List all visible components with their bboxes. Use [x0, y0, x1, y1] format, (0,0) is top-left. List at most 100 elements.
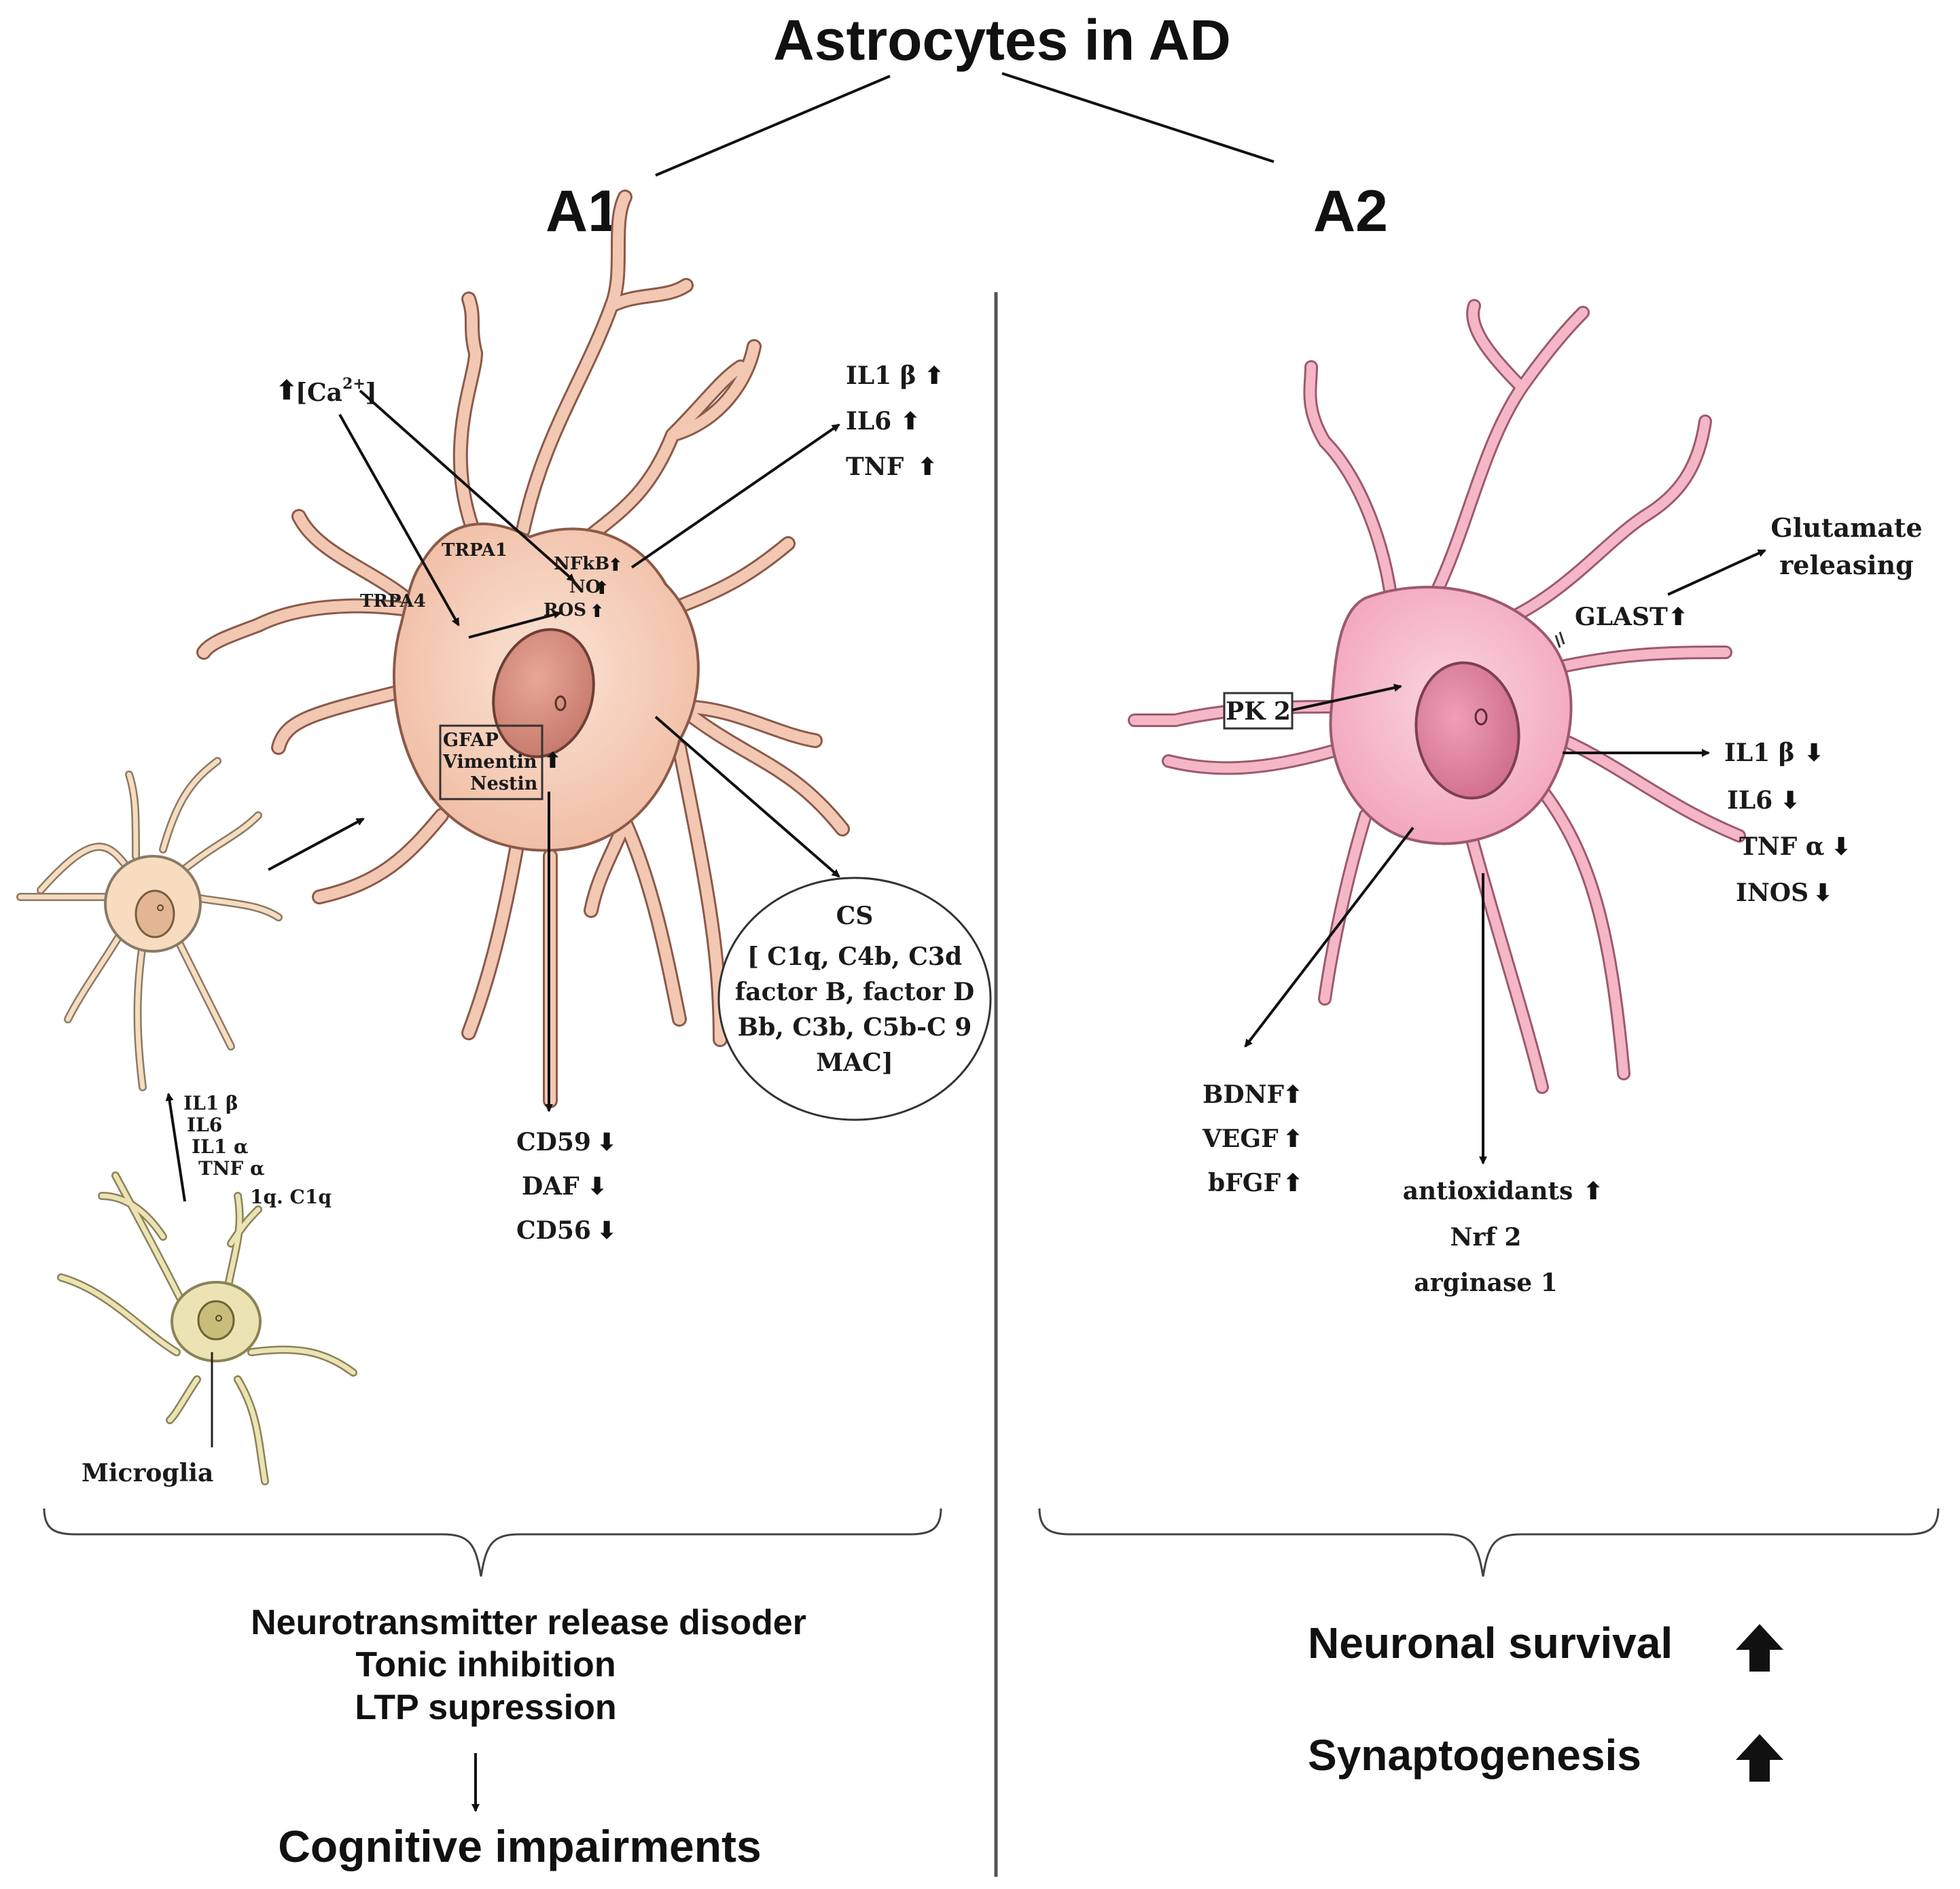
- svg-text:⬆: ⬆: [917, 453, 938, 480]
- inner-markers: NFkB ⬆ NO ⬆ ROS ⬆: [544, 554, 623, 621]
- cs-label: CS: [836, 902, 874, 930]
- svg-text:⬆: ⬆: [1283, 1169, 1303, 1197]
- microglia-signal-4: TNF α: [198, 1157, 265, 1180]
- microglia-to-reactive-arrow: [165, 1093, 186, 1202]
- a2-to-growth-factors-arrow: [1244, 826, 1414, 1048]
- svg-text:⬇: ⬇: [587, 1172, 607, 1200]
- il6-down-label: IL6: [1727, 786, 1772, 815]
- svg-text:⬆: ⬆: [1668, 603, 1688, 631]
- trpa-to-ros-arrow: [468, 610, 562, 639]
- microglia-signal-3: IL1 α: [192, 1135, 249, 1158]
- il6-up-label: IL6: [846, 407, 891, 436]
- svg-text:⬆: ⬆: [275, 376, 298, 406]
- svg-text:⬆: ⬆: [594, 578, 609, 598]
- heading-a1: A1: [546, 179, 620, 244]
- reactive-astrocyte: [16, 757, 283, 1091]
- a1-outcome-3: LTP supression: [355, 1688, 616, 1727]
- survival-up-icon: [1736, 1624, 1783, 1672]
- microglia-signal-2: IL6: [187, 1114, 222, 1136]
- svg-text:⬆: ⬆: [590, 601, 605, 621]
- nestin-label: Nestin: [470, 773, 538, 794]
- nrf2-label: Nrf 2: [1450, 1223, 1522, 1252]
- svg-text:⬇: ⬇: [1780, 786, 1800, 814]
- pk2-label: PK 2: [1226, 697, 1291, 726]
- glutamate-line-1: Glutamate: [1770, 512, 1922, 543]
- complement-line-4: MAC]: [816, 1048, 893, 1077]
- glast-to-glutamate-arrow: [1667, 549, 1766, 596]
- nfkb-label: NFkB: [554, 554, 609, 574]
- a1-nucleolus: [554, 695, 567, 711]
- svg-text:⬇: ⬇: [1804, 739, 1824, 766]
- svg-text:⬆: ⬆: [1283, 1125, 1303, 1152]
- trpa4-label: TRPA4: [360, 591, 426, 612]
- nfkb-to-cytokines-arrow: [630, 423, 840, 569]
- a1-outcomes: Neurotransmitter release disoder Tonic i…: [251, 1603, 806, 1727]
- a2-nucleus: [1414, 661, 1520, 800]
- svg-text:⬆: ⬆: [1583, 1177, 1603, 1205]
- protective-factors: antioxidants ⬆ Nrf 2 arginase 1: [1403, 1177, 1603, 1297]
- svg-text:⬆: ⬆: [900, 407, 921, 435]
- svg-text:⬆: ⬆: [608, 554, 623, 575]
- a2-brace: [1038, 1508, 1940, 1577]
- il1b-down-label: IL1 β: [1724, 739, 1795, 767]
- il1b-up-label: IL1 β: [846, 361, 916, 390]
- microglia-label: Microglia: [82, 1459, 213, 1487]
- gfap-box: GFAP Vimentin Nestin ⬆: [439, 724, 562, 800]
- tnf-up-label: TNF: [846, 453, 904, 481]
- vimentin-label: Vimentin: [442, 752, 537, 773]
- calcium-to-nfkb-arrow: [359, 389, 575, 582]
- svg-text:⬇: ⬇: [596, 1128, 617, 1156]
- a2-outcome-2: Synaptogenesis: [1308, 1731, 1641, 1780]
- calcium-to-trpa4-arrow: [338, 414, 460, 626]
- svg-text:⬇: ⬇: [596, 1216, 617, 1244]
- svg-text:⬆: ⬆: [1283, 1080, 1303, 1108]
- growth-factors: BDNF ⬆ VEGF ⬆ bFGF ⬆: [1202, 1080, 1303, 1197]
- arginase-label: arginase 1: [1414, 1269, 1557, 1297]
- a2-outcome-1: Neuronal survival: [1308, 1619, 1673, 1667]
- complement-line-2: factor B, factor D: [735, 978, 974, 1006]
- pk2-to-a2-arrow: [1291, 684, 1402, 711]
- a1-cytokines-up: IL1 β ⬆ IL6 ⬆ TNF ⬆: [846, 361, 944, 481]
- synaptogenesis-up-icon: [1736, 1734, 1783, 1782]
- ros-label: ROS: [544, 600, 586, 620]
- heading-a2: A2: [1313, 179, 1388, 244]
- a1-outcome-2: Tonic inhibition: [355, 1645, 616, 1684]
- svg-text:⬆: ⬆: [544, 748, 562, 773]
- a1-brace: [43, 1508, 942, 1577]
- a2-nucleolus: [1474, 708, 1488, 726]
- pk2-box: PK 2: [1223, 692, 1294, 730]
- title-branch-right: [1001, 72, 1275, 163]
- calcium-label: ⬆ [Ca2+]: [275, 375, 377, 407]
- tnfa-down-label: TNF α: [1739, 832, 1825, 861]
- complement-ellipse: CS [ C1q, C4b, C3d factor B, factor D Bb…: [717, 877, 992, 1121]
- gfap-label: GFAP: [443, 730, 499, 751]
- complement-line-1: [ C1q, C4b, C3d: [747, 942, 962, 971]
- a2-cytokines-down: IL1 β ⬇ IL6 ⬇ TNF α ⬇ INOS ⬇: [1724, 739, 1851, 907]
- a2-outcomes: Neuronal survival Synaptogenesis: [1308, 1619, 1783, 1782]
- complement-line-3: Bb, C3b, C5b-C 9: [738, 1013, 972, 1042]
- a1-down-markers: CD59 ⬇ DAF ⬇ CD56 ⬇: [516, 1128, 617, 1245]
- vegf-label: VEGF: [1202, 1125, 1279, 1153]
- daf-label: DAF: [522, 1172, 580, 1201]
- cognitive-impairments-label: Cognitive impairments: [278, 1821, 761, 1871]
- glutamate-line-2: releasing: [1779, 550, 1913, 580]
- svg-text:⬇: ⬇: [1831, 832, 1851, 860]
- diagram-title: Astrocytes in AD: [773, 8, 1231, 72]
- a1-to-complement-arrow: [654, 716, 840, 878]
- cd59-label: CD59: [516, 1128, 591, 1157]
- title-branch-left: [655, 75, 891, 177]
- antioxidants-label: antioxidants: [1403, 1177, 1573, 1205]
- cd56-label: CD56: [516, 1216, 591, 1245]
- bdnf-label: BDNF: [1202, 1080, 1285, 1109]
- trpa1-label: TRPA1: [442, 540, 507, 561]
- inos-down-label: INOS: [1736, 879, 1808, 907]
- bfgf-label: bFGF: [1208, 1169, 1281, 1197]
- glutamate-label: Glutamate releasing: [1770, 512, 1922, 580]
- microglia-signal-5: 1q. C1q: [250, 1186, 332, 1208]
- reactive-to-a1-arrow: [268, 817, 365, 871]
- microglia-cell: [57, 1171, 357, 1485]
- svg-text:⬇: ⬇: [1813, 879, 1833, 906]
- no-label: NO: [569, 577, 601, 597]
